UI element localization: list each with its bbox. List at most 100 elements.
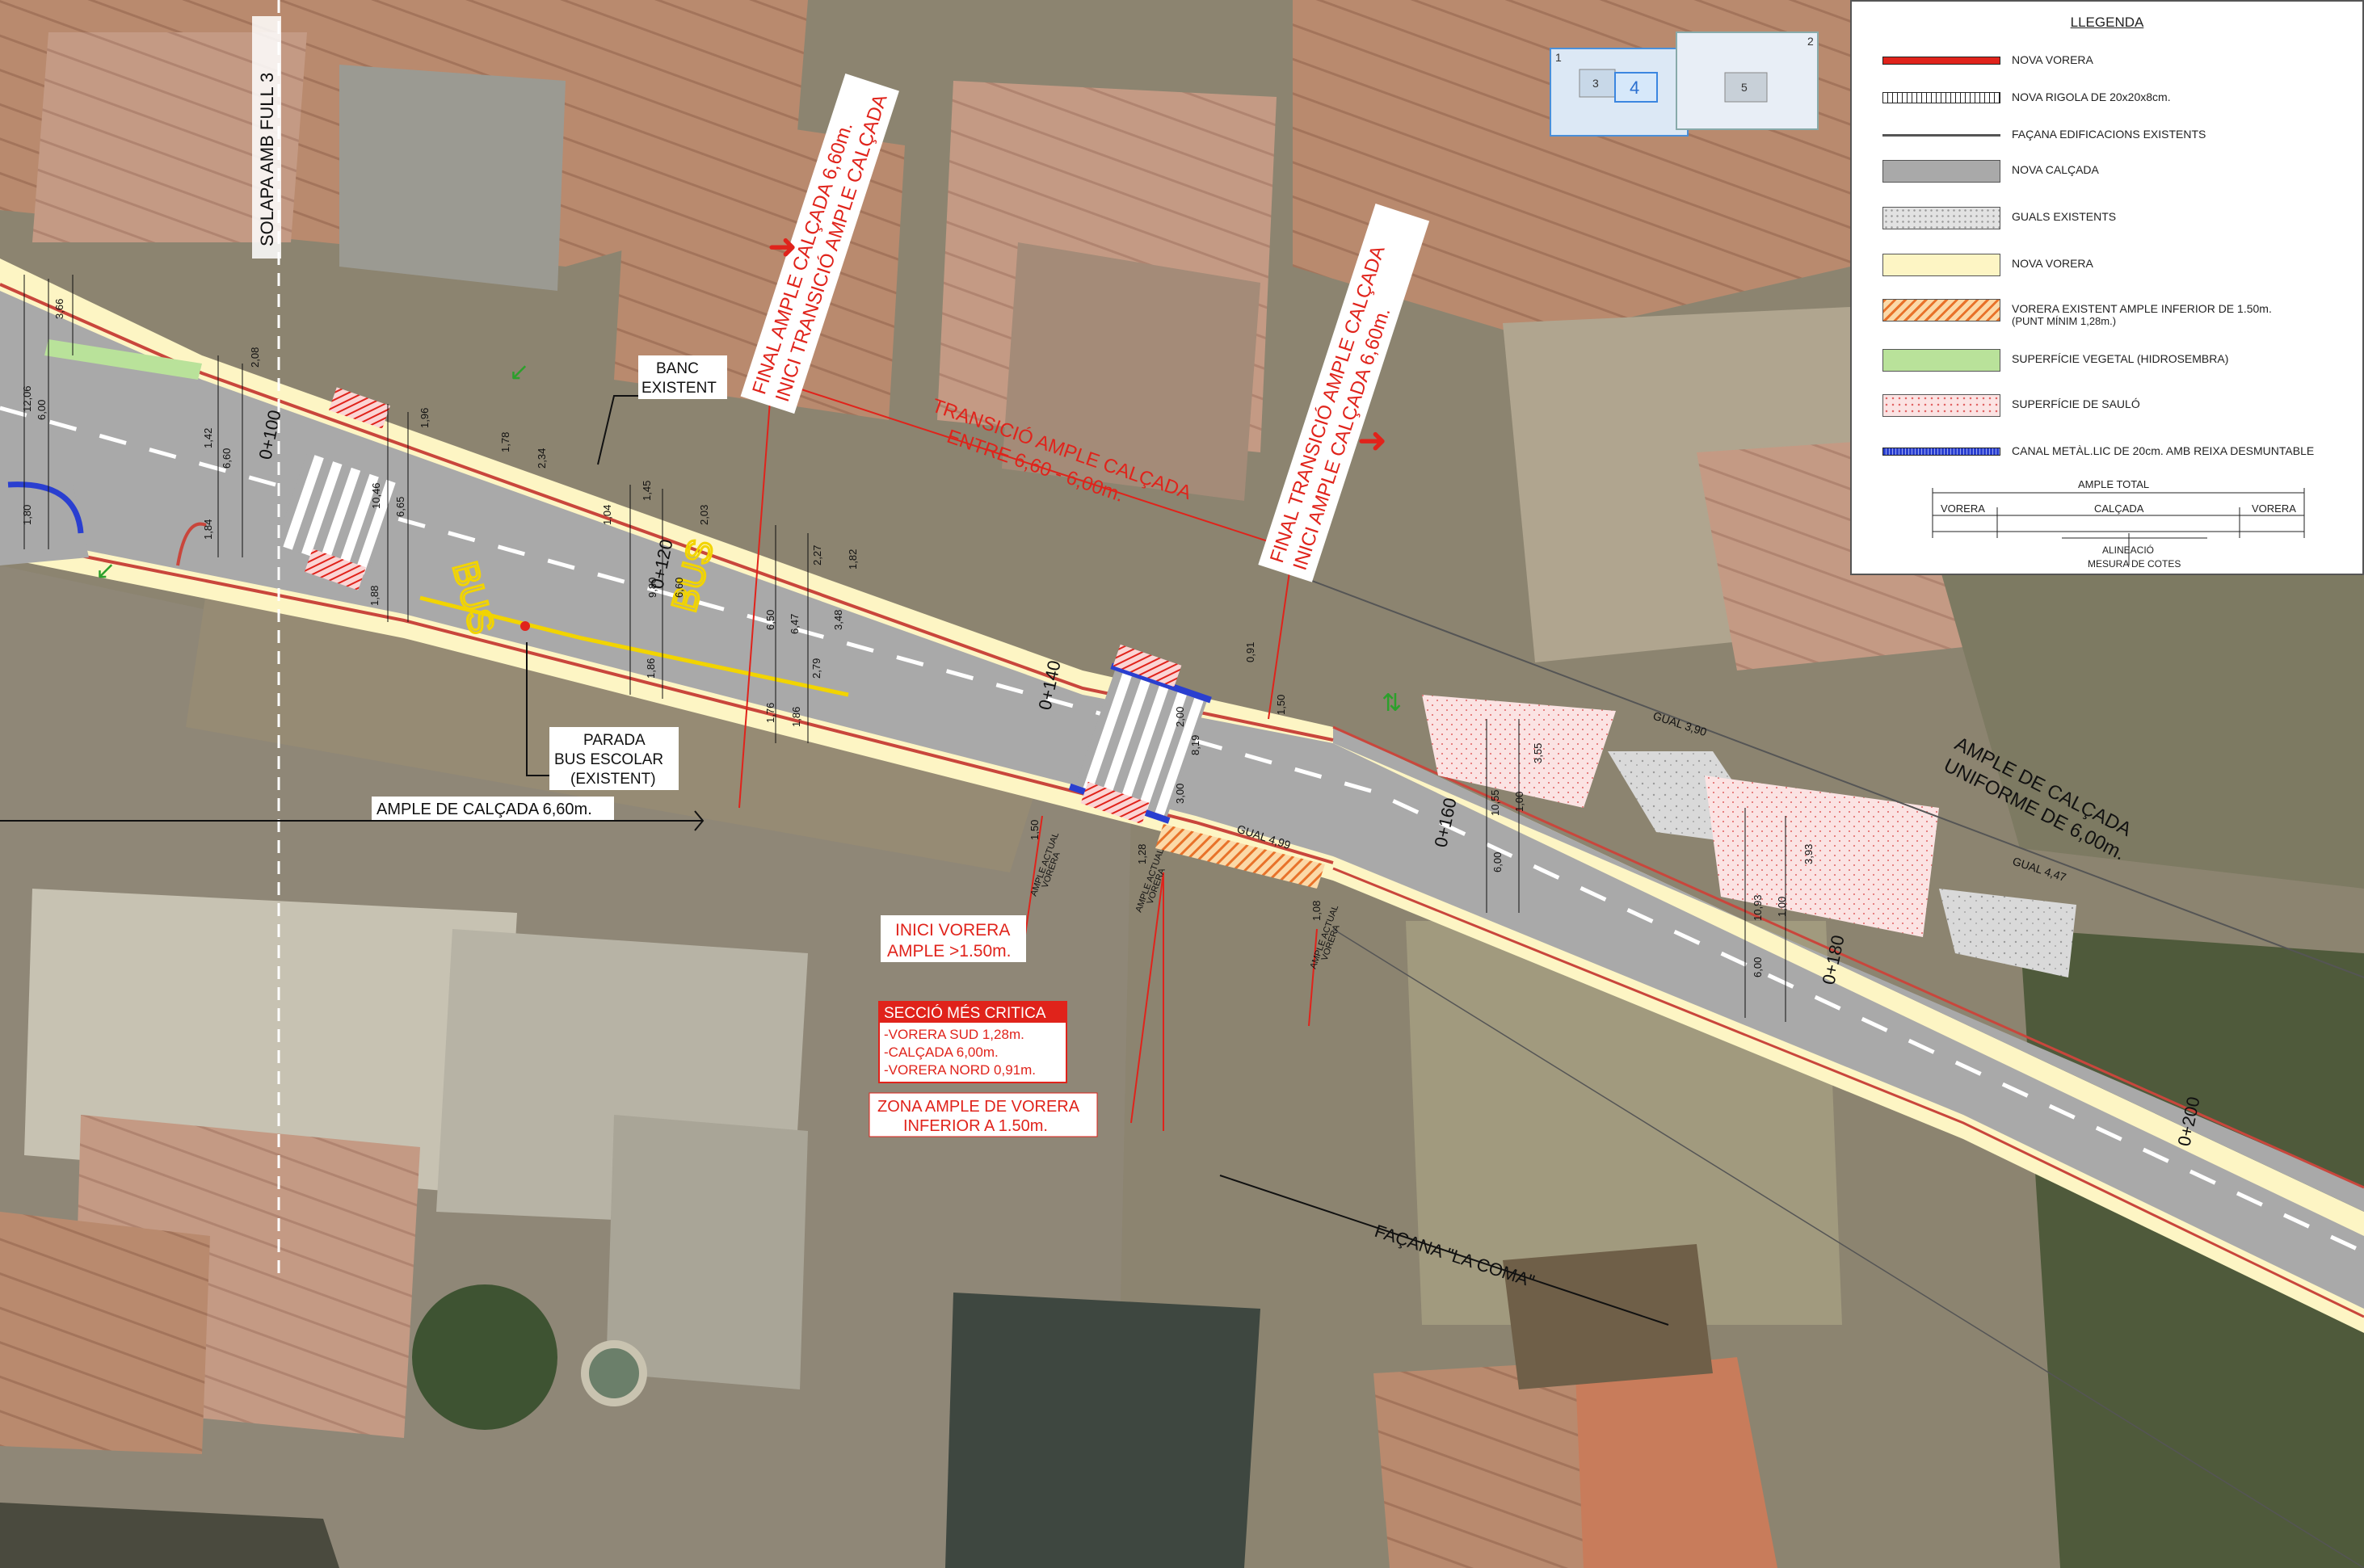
legend-title: LLEGENDA [2070, 15, 2144, 30]
svg-text:1,88: 1,88 [368, 586, 381, 606]
legend-item-nova-vorera-line: NOVA VORERA [1882, 50, 2351, 76]
svg-text:6,60: 6,60 [673, 578, 685, 598]
svg-text:ALINEACIÓ: ALINEACIÓ [2102, 544, 2154, 556]
svg-text:ZONA AMPLE DE VORERA: ZONA AMPLE DE VORERA [877, 1098, 1080, 1116]
green-arrow-1: ↙ [509, 359, 529, 385]
svg-text:3: 3 [1592, 77, 1599, 90]
legend-item-rigola: NOVA RIGOLA DE 20x20x8cm. [1882, 87, 2351, 113]
svg-text:5: 5 [1741, 81, 1748, 94]
svg-text:1,42: 1,42 [202, 428, 214, 448]
seccio-critica-note: SECCIÓ MÉS CRITICA -VORERA SUD 1,28m. -C… [878, 1001, 1067, 1083]
svg-text:1,82: 1,82 [847, 549, 859, 570]
svg-text:AMPLE TOTAL: AMPLE TOTAL [2078, 478, 2149, 490]
dimension-lines [23, 275, 1786, 1022]
svg-text:10,46: 10,46 [370, 482, 382, 509]
svg-text:(EXISTENT): (EXISTENT) [570, 771, 656, 788]
inici-vorera-note: INICI VORERA AMPLE >1.50m. [881, 915, 1026, 962]
svg-text:4: 4 [1630, 78, 1639, 98]
svg-text:INICI VORERA: INICI VORERA [895, 921, 1010, 940]
banc-callout: BANC EXISTENT [597, 355, 727, 465]
svg-text:10,55: 10,55 [1489, 789, 1501, 816]
svg-text:INFERIOR A 1.50m.: INFERIOR A 1.50m. [903, 1117, 1048, 1135]
legend-item-nova-calcada: NOVA CALÇADA [1882, 160, 2351, 186]
svg-text:1,28: 1,28 [1136, 844, 1148, 864]
svg-text:6,00: 6,00 [1752, 957, 1764, 977]
svg-text:EXISTENT: EXISTENT [641, 380, 717, 397]
legend-item-canal: CANAL METÀL.LIC DE 20cm. AMB REIXA DESMU… [1882, 441, 2351, 467]
svg-text:1,04: 1,04 [601, 505, 613, 525]
svg-text:12,06: 12,06 [21, 385, 33, 412]
svg-text:3,55: 3,55 [1532, 743, 1544, 763]
svg-text:1,50: 1,50 [1028, 820, 1041, 840]
blue-line-swatch [1882, 448, 2000, 456]
svg-text:SOLAPA AMB FULL 3: SOLAPA AMB FULL 3 [257, 73, 277, 246]
orange-hatch-swatch [1882, 299, 2000, 322]
svg-text:CALÇADA: CALÇADA [2094, 502, 2144, 515]
green-fill-swatch [1882, 349, 2000, 372]
svg-text:VORERA: VORERA [2252, 502, 2296, 515]
ample-calcada-callout: AMPLE DE CALÇADA 6,60m. [0, 797, 705, 831]
svg-text:6,50: 6,50 [764, 610, 776, 630]
svg-text:9,80: 9,80 [646, 578, 658, 598]
zona-vorera-note: ZONA AMPLE DE VORERA INFERIOR A 1.50m. [869, 1092, 1098, 1137]
legend-item-facana: FAÇANA EDIFICACIONS EXISTENTS [1882, 124, 2351, 150]
legend-item-saulo: SUPERFÍCIE DE SAULÓ [1882, 394, 2351, 420]
svg-text:1,45: 1,45 [641, 481, 653, 501]
bus-stop-marker [520, 621, 530, 631]
legend-item-nova-vorera-fill: NOVA VORERA [1882, 254, 2351, 280]
svg-text:1,76: 1,76 [764, 703, 776, 723]
svg-text:1,86: 1,86 [645, 658, 657, 679]
svg-text:2,00: 2,00 [1174, 707, 1186, 727]
svg-text:3,00: 3,00 [1174, 784, 1186, 804]
svg-text:-VORERA SUD 1,28m.: -VORERA SUD 1,28m. [884, 1027, 1024, 1042]
svg-text:1: 1 [1555, 51, 1562, 64]
grey-line-swatch [1882, 134, 2000, 137]
road-corridor: BUS BUS [0, 259, 2364, 1568]
dimension-labels: 12,06 6,00 3,66 1,80 2,08 1,42 6,60 1,84… [21, 299, 1815, 977]
svg-text:3,48: 3,48 [832, 610, 844, 630]
svg-text:6,47: 6,47 [789, 614, 801, 634]
svg-text:-CALÇADA 6,00m.: -CALÇADA 6,00m. [884, 1045, 999, 1060]
svg-text:1,50: 1,50 [1275, 695, 1287, 715]
green-arrow-3: ⇅ [1382, 690, 1402, 717]
svg-text:1,80: 1,80 [21, 505, 33, 525]
svg-text:6,00: 6,00 [1491, 852, 1504, 872]
arrow-right-red: ➜ [1357, 421, 1387, 460]
sheet-index: 1 2 3 4 5 [1550, 32, 1819, 137]
svg-text:10,93: 10,93 [1752, 894, 1764, 921]
svg-text:6,00: 6,00 [36, 400, 48, 420]
green-arrow-2: ↙ [95, 557, 116, 584]
svg-text:2,03: 2,03 [698, 505, 710, 525]
svg-text:1,84: 1,84 [202, 519, 214, 540]
svg-text:MESURA DE COTES: MESURA DE COTES [2088, 558, 2181, 570]
crosswalk-1 [275, 452, 399, 576]
svg-text:3,66: 3,66 [53, 299, 65, 319]
legend-item-guals: GUALS EXISTENTS [1882, 207, 2351, 233]
svg-text:1,08: 1,08 [1310, 901, 1323, 921]
svg-text:2,08: 2,08 [249, 347, 261, 368]
rigola-swatch [1882, 92, 2000, 103]
svg-text:AMPLE DE CALÇADA 6,60m.: AMPLE DE CALÇADA 6,60m. [376, 801, 592, 818]
svg-text:PARADA: PARADA [583, 732, 646, 749]
svg-text:1,86: 1,86 [790, 707, 802, 727]
svg-text:6,65: 6,65 [394, 497, 406, 517]
parada-callout: PARADA BUS ESCOLAR (EXISTENT) [526, 642, 679, 790]
svg-text:BANC: BANC [656, 360, 699, 377]
red-line-swatch [1882, 57, 2000, 65]
svg-text:VORERA: VORERA [1941, 502, 1985, 515]
svg-text:2,34: 2,34 [536, 448, 548, 469]
svg-text:SECCIÓ MÉS CRITICA: SECCIÓ MÉS CRITICA [884, 1004, 1046, 1022]
yellow-fill-swatch [1882, 254, 2000, 276]
dots-swatch [1882, 207, 2000, 229]
svg-text:2,27: 2,27 [811, 545, 823, 565]
svg-text:3,93: 3,93 [1802, 844, 1815, 864]
legend-item-vorera-existent: VORERA EXISTENT AMPLE INFERIOR DE 1.50m.… [1882, 299, 2351, 327]
legend-item-superficie-vegetal: SUPERFÍCIE VEGETAL (HIDROSEMBRA) [1882, 349, 2351, 375]
svg-text:BUS ESCOLAR: BUS ESCOLAR [554, 751, 663, 768]
svg-text:AMPLE >1.50m.: AMPLE >1.50m. [887, 942, 1012, 961]
pink-dots-swatch [1882, 394, 2000, 417]
legend-panel: LLEGENDA NOVA VORERA NOVA RIGOLA DE 20x2… [1850, 0, 2364, 575]
section-diagram: AMPLE TOTAL VORERA CALÇADA VORERA ALINEA… [1932, 478, 2305, 570]
svg-text:2: 2 [1807, 35, 1814, 48]
svg-text:8,19: 8,19 [1189, 735, 1201, 755]
